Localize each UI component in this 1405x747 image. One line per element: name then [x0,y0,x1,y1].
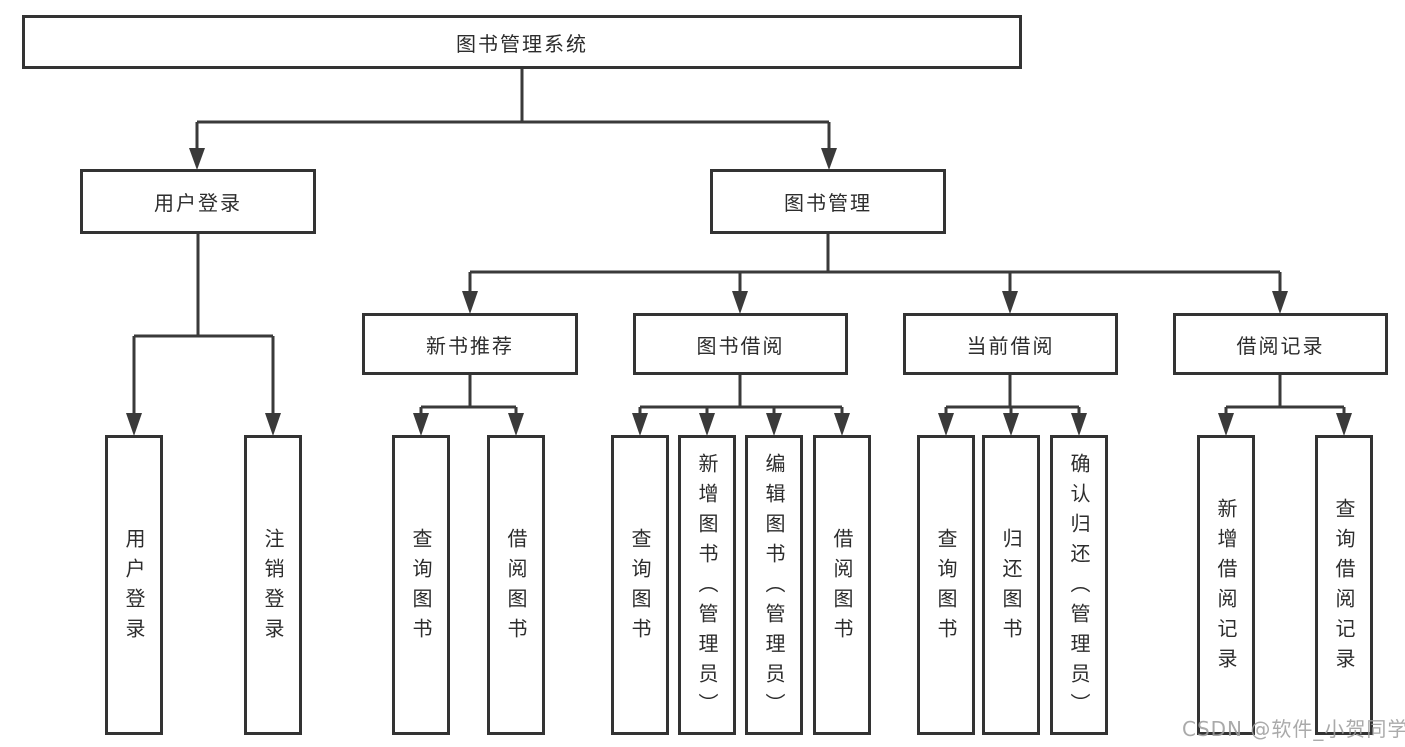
node-borrow-books-recommend: 借阅图书 [487,435,545,735]
node-query-books-recommend: 查询图书 [392,435,450,735]
node-add-borrow-record: 新增借阅记录 [1197,435,1255,735]
node-borrow-books-leaf: 借阅图书 [813,435,871,735]
edge-borrow-records [1224,375,1346,414]
node-user-login-branch: 用户登录 [80,169,316,234]
arrow-icon [126,413,142,436]
node-book-borrow: 图书借阅 [633,313,848,375]
arrow-icon [1272,291,1288,314]
watermark: CSDN @软件_小贺同学 [1182,717,1405,741]
node-user-login-leaf: 用户登录 [105,435,163,735]
arrow-icon [462,291,478,314]
edge-book-management [468,234,1282,292]
arrow-icon [1002,291,1018,314]
node-query-borrow-record: 查询借阅记录 [1315,435,1373,735]
arrow-icon [938,413,954,436]
arrow-icon [413,413,429,436]
arrow-icon [189,148,205,170]
arrow-icon [265,413,281,436]
node-return-books: 归还图书 [982,435,1040,735]
node-logout-leaf: 注销登录 [244,435,302,735]
arrow-icon [1218,413,1234,436]
node-current-borrow: 当前借阅 [903,313,1118,375]
arrow-icon [834,413,850,436]
arrow-icon [1003,413,1019,436]
arrow-icon [632,413,648,436]
arrow-icon [766,413,782,436]
node-root: 图书管理系统 [22,15,1022,69]
node-add-book-admin: 新增图书（管理员） [678,435,736,735]
arrow-icon [508,413,524,436]
node-borrow-records: 借阅记录 [1173,313,1388,375]
edge-root [195,69,831,149]
arrow-icon [1071,413,1087,436]
node-edit-book-admin: 编辑图书（管理员） [745,435,803,735]
node-confirm-return-admin: 确认归还（管理员） [1050,435,1108,735]
arrow-icon [699,413,715,436]
node-book-management-branch: 图书管理 [710,169,946,234]
arrow-icon [732,291,748,314]
arrow-icon [821,148,837,170]
node-query-books-current: 查询图书 [917,435,975,735]
arrowheads [126,148,1352,436]
edge-user-login [132,234,275,414]
arrow-icon [1336,413,1352,436]
node-new-book-recommend: 新书推荐 [362,313,578,375]
edge-new-book-recommend [419,375,518,414]
node-query-books-borrow: 查询图书 [611,435,669,735]
edge-current-borrow [944,375,1081,414]
edge-book-borrow [638,375,844,414]
